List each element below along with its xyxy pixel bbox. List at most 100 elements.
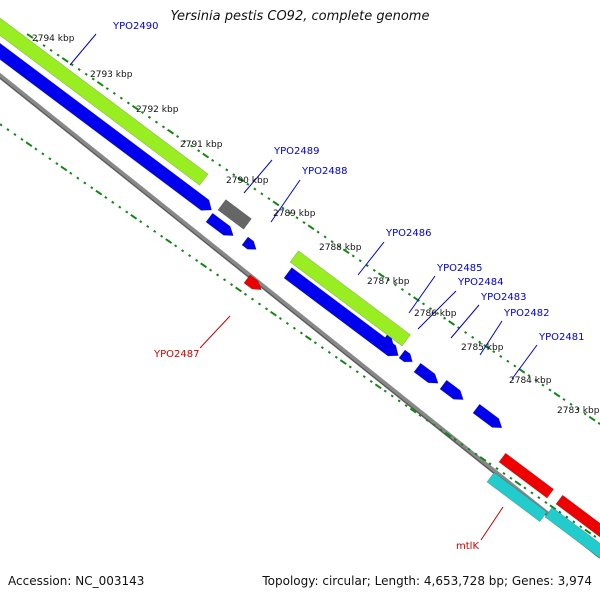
inner-scale-tick	[549, 504, 557, 511]
rna-bar	[217, 199, 252, 230]
outer-scale-tick	[583, 412, 587, 416]
inner-scale-tick	[544, 501, 548, 505]
outer-scale-tick	[513, 364, 517, 368]
inner-scale-tick	[174, 244, 178, 248]
inner-scale-tick	[278, 317, 282, 321]
cds-forward-arrow	[398, 349, 413, 363]
outer-scale-tick	[112, 91, 116, 95]
gene-label: YPO2488	[301, 166, 347, 177]
inner-scale-tick	[409, 407, 417, 414]
outer-scale-tick	[70, 63, 74, 67]
outer-scale-tick	[307, 224, 315, 231]
gene-label: YPO2481	[538, 332, 584, 343]
outer-scale-tick	[534, 378, 538, 382]
outer-scale-tick	[337, 244, 341, 248]
inner-scale-tick	[404, 404, 408, 408]
inner-scale-tick	[13, 133, 17, 137]
outer-scale-tick	[140, 111, 144, 115]
inner-scale-tick	[90, 186, 94, 190]
inner-scale-tick	[474, 452, 478, 456]
outer-scale-tick	[471, 335, 475, 339]
scale-label: 2794 kbp	[32, 34, 75, 44]
accession-text: Accession: NC_003143	[8, 574, 145, 588]
orf-reverse-bar	[486, 471, 548, 523]
scale-label: 2784 kbp	[509, 376, 552, 386]
inner-scale-tick	[165, 238, 173, 244]
gene-label: mtlK	[456, 541, 479, 552]
inner-scale-tick	[69, 171, 73, 175]
gene-label: YPO2486	[385, 228, 431, 239]
inner-scale-tick	[397, 399, 401, 403]
inner-scale-tick	[269, 310, 277, 317]
outer-scale-tick	[267, 197, 271, 201]
outer-scale-tick	[478, 340, 482, 344]
outer-scale-tick	[358, 259, 362, 263]
inner-scale-tick	[181, 249, 185, 253]
inner-scale-tick	[304, 335, 312, 341]
outer-scale-tick	[302, 221, 306, 225]
outer-scale-tick	[61, 57, 69, 63]
inner-scale-tick	[222, 278, 227, 282]
inner-scale-tick	[488, 462, 492, 466]
inner-scale-tick	[195, 258, 199, 262]
label-leader-line	[480, 506, 504, 541]
inner-scale-tick	[579, 525, 583, 529]
outer-scale-tick	[202, 152, 210, 159]
inner-scale-tick	[313, 341, 317, 345]
scale-label: 2791 kbp	[180, 140, 223, 150]
outer-scale-tick	[96, 81, 104, 87]
outer-scale-tick	[506, 359, 510, 363]
outer-scale-tick	[35, 39, 39, 43]
inner-scale-tick	[160, 234, 164, 238]
inner-scale-tick	[250, 297, 255, 301]
inner-scale-tick	[467, 447, 471, 451]
inner-scale-tick	[216, 273, 220, 277]
outer-scale-tick	[26, 33, 34, 39]
outer-scale-tick	[42, 44, 46, 48]
outer-scale-tick	[49, 48, 53, 52]
inner-scale-tick	[188, 254, 192, 258]
outer-scale-tick	[126, 101, 130, 105]
label-leader-line	[479, 320, 503, 356]
inner-scale-tick	[439, 428, 443, 432]
outer-scale-tick	[176, 134, 180, 138]
inner-scale-tick	[444, 431, 452, 438]
inner-scale-tick	[425, 418, 429, 422]
outer-scale-tick	[105, 87, 109, 91]
inner-scale-tick	[509, 476, 513, 480]
scale-label: 2789 kbp	[273, 209, 316, 219]
inner-scale-tick	[104, 195, 108, 199]
inner-scale-tick	[292, 326, 296, 330]
inner-scale-tick	[264, 307, 269, 311]
outer-scale-tick	[56, 53, 60, 57]
outer-scale-tick	[588, 415, 596, 422]
outer-scale-tick	[288, 211, 292, 215]
map-title: Yersinia pestis CO92, complete genome	[170, 9, 430, 24]
cds-forward-arrow	[472, 403, 503, 429]
inner-scale-tick	[432, 423, 436, 427]
outer-scale-tick	[492, 350, 496, 354]
outer-scale-tick	[342, 248, 350, 255]
inner-scale-tick	[495, 467, 499, 471]
inner-scale-tick	[34, 147, 38, 151]
inner-scale-tick	[383, 389, 387, 393]
outer-scale-tick	[190, 144, 194, 148]
outer-scale-tick	[77, 67, 81, 71]
outer-scale-tick	[218, 163, 222, 167]
scale-label: 2783 kbp	[557, 406, 600, 416]
inner-scale-tick	[327, 350, 331, 354]
inner-scale-tick	[339, 359, 347, 365]
inner-scale-tick	[355, 370, 359, 374]
inner-scale-tick	[514, 480, 522, 486]
outer-scale-tick	[443, 316, 447, 320]
label-leader-line	[511, 344, 538, 380]
orf-forward-bar	[289, 250, 411, 347]
label-leader-line	[408, 275, 436, 314]
outer-scale-tick	[428, 307, 433, 311]
scale-label: 2785 kbp	[461, 343, 504, 353]
inner-scale-tick	[118, 205, 122, 209]
inner-scale-tick	[60, 165, 68, 172]
label-leader-line	[270, 179, 301, 223]
outer-scale-tick	[448, 320, 456, 326]
inner-scale-tick	[20, 137, 24, 141]
